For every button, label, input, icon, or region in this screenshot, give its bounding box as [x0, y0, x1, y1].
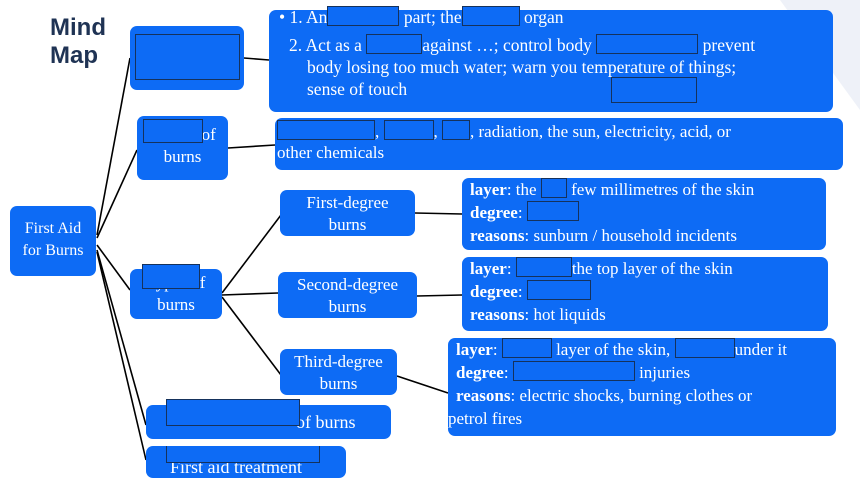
- third-degree-details[interactable]: layer: layer of the skin, under it degre…: [448, 338, 836, 436]
- skin-fact-2: 2. Act as a against …; control body prev…: [289, 34, 756, 55]
- root-node[interactable]: First Aid for Burns: [10, 206, 96, 276]
- blank-field: [515, 257, 572, 277]
- blank-field: [383, 120, 434, 140]
- blank-field: [166, 446, 320, 463]
- first-degree-node[interactable]: First-degree burns: [280, 190, 415, 236]
- second-degree-node[interactable]: Second-degree burns: [278, 272, 417, 318]
- symptoms-node[interactable]: of burns: [146, 399, 391, 439]
- blank-field: [166, 399, 300, 426]
- blank-field: [135, 34, 240, 80]
- second-degree-details[interactable]: layer: the top layer of the skin degree:…: [462, 257, 828, 331]
- first-degree-details[interactable]: layer: the few millimetres of the skin d…: [462, 178, 826, 250]
- causes-box[interactable]: , , , radiation, the sun, electricity, a…: [275, 118, 843, 170]
- blank-field: [512, 361, 635, 381]
- blank-field: [540, 178, 567, 198]
- blank-field: [143, 119, 203, 143]
- blank-field: [277, 120, 375, 140]
- blank-field: [596, 34, 699, 54]
- skin-facts-box[interactable]: • 1. An part; the organ 2. Act as a agai…: [269, 6, 833, 112]
- blank-field: [674, 338, 735, 358]
- causes-node[interactable]: Causes of burns: [137, 116, 228, 180]
- skin-function-node[interactable]: [130, 26, 244, 90]
- types-node[interactable]: Types of burns: [130, 264, 222, 319]
- blank-field: [526, 201, 579, 221]
- skin-fact-1: • 1. An part; the organ: [279, 6, 564, 27]
- first-aid-treatment-node[interactable]: First aid treatment: [146, 446, 346, 478]
- mind-map-title: Mind Map: [50, 14, 106, 69]
- skin-fact-3: body losing too much water; warn you tem…: [307, 57, 737, 77]
- blank-field: [142, 264, 200, 289]
- blank-field: [442, 120, 470, 140]
- blank-field: [366, 34, 423, 54]
- blank-field: [461, 6, 520, 26]
- skin-fact-4: sense of touch: [307, 79, 408, 99]
- third-degree-node[interactable]: Third-degree burns: [280, 349, 397, 395]
- blank-field: [526, 280, 591, 300]
- blank-field: [611, 77, 697, 103]
- blank-field: [501, 338, 552, 358]
- blank-field: [327, 6, 400, 26]
